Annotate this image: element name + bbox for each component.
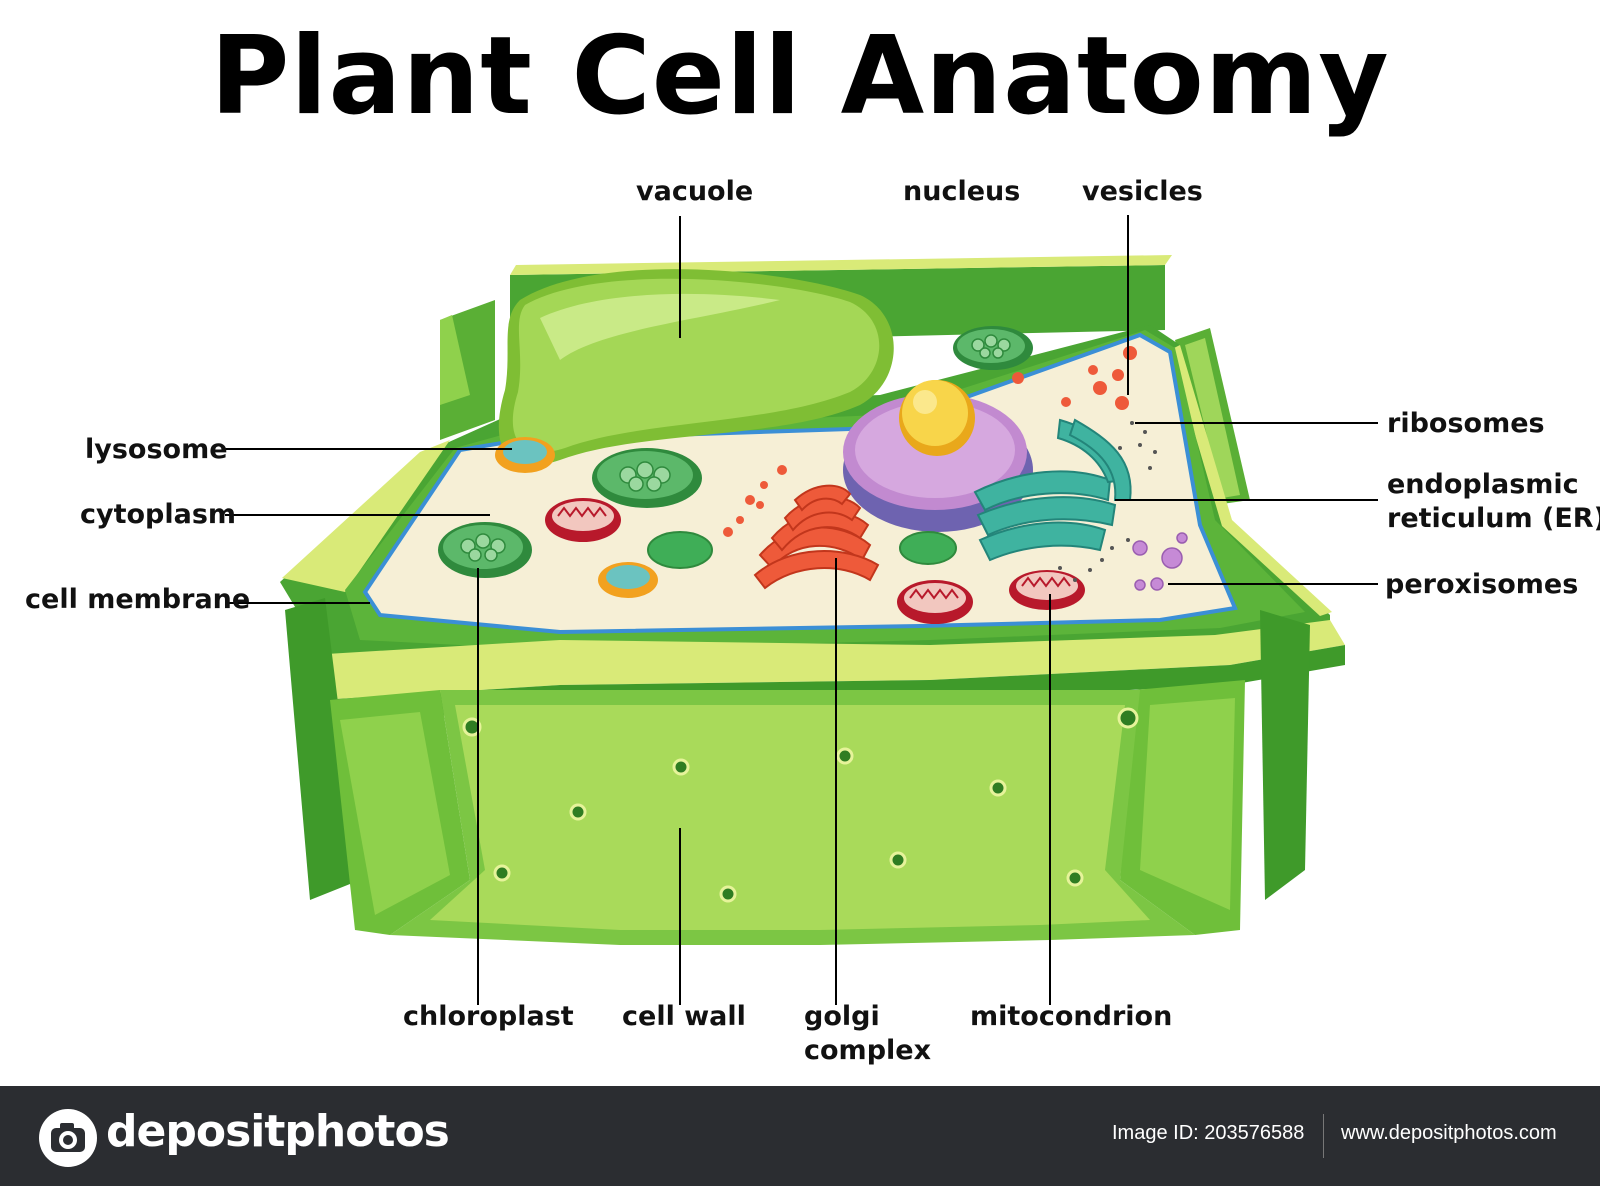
cell-wall-front xyxy=(285,598,1345,945)
label-chloroplast: chloroplast xyxy=(403,1001,574,1032)
label-golgi-line2: complex xyxy=(804,1035,931,1066)
plastid xyxy=(647,531,957,569)
label-golgi-line1: golgi xyxy=(804,1001,880,1032)
footer-divider xyxy=(1323,1114,1324,1158)
label-mitocondrion: mitocondrion xyxy=(970,1001,1173,1032)
ribosomes xyxy=(1058,421,1157,582)
chloroplast xyxy=(438,326,1033,578)
plant-cell-diagram xyxy=(225,215,1378,1005)
cytoplasm-region xyxy=(365,335,1235,632)
golgi-complex xyxy=(753,484,880,590)
label-nucleus: nucleus xyxy=(903,176,1021,207)
camera-logo-icon xyxy=(39,1109,97,1167)
brand-name: depositphotos xyxy=(106,1106,450,1157)
label-cytoplasm: cytoplasm xyxy=(80,499,237,530)
label-lysosome: lysosome xyxy=(85,434,228,465)
nucleus xyxy=(843,380,1033,532)
site-url[interactable]: www.depositphotos.com xyxy=(1341,1122,1557,1144)
image-id: Image ID: 203576588 xyxy=(1112,1122,1305,1144)
peroxisomes xyxy=(1132,532,1188,591)
label-ribosomes: ribosomes xyxy=(1387,408,1545,439)
vesicles xyxy=(1012,346,1137,410)
footer-bar: depositphotos Image ID: 203576588 www.de… xyxy=(0,1086,1600,1186)
page-title: Plant Cell Anatomy xyxy=(210,14,1390,139)
label-cell-wall: cell wall xyxy=(622,1001,746,1032)
label-er-line1: endoplasmic xyxy=(1387,469,1579,500)
golgi-vesicles xyxy=(723,465,787,537)
label-vacuole: vacuole xyxy=(636,176,754,207)
vacuole xyxy=(498,269,894,466)
label-peroxisomes: peroxisomes xyxy=(1385,569,1579,600)
label-vesicles: vesicles xyxy=(1082,176,1203,207)
lysosome xyxy=(495,437,658,598)
leader-lines xyxy=(225,215,1378,1005)
label-cell-membrane: cell membrane xyxy=(25,584,251,615)
mitochondrion xyxy=(545,498,1085,624)
label-er-line2: reticulum (ER) xyxy=(1387,503,1600,534)
endoplasmic-reticulum xyxy=(973,418,1132,562)
